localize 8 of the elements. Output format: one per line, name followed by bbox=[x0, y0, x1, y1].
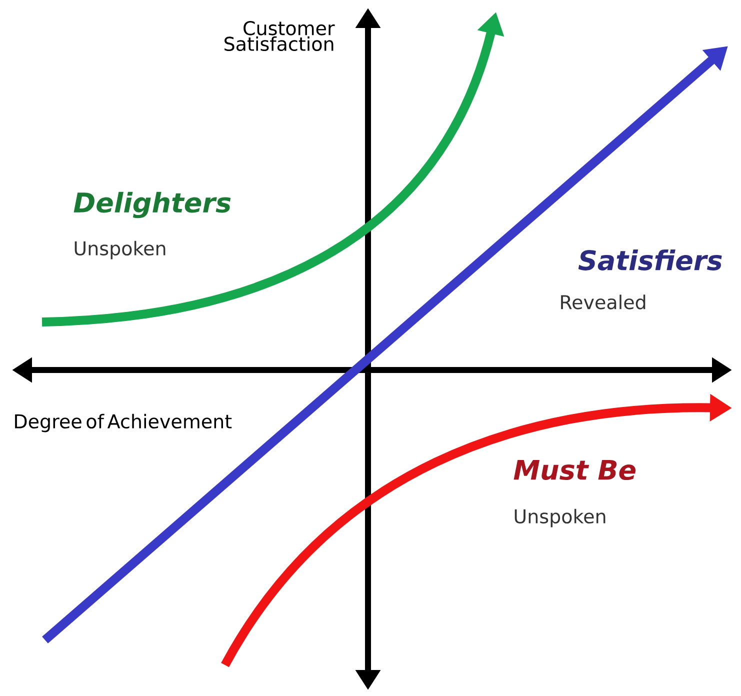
axis-label: Degree of Achievement bbox=[15, 414, 232, 432]
label: Unspoken bbox=[74, 240, 166, 260]
heading: Delighters bbox=[74, 192, 231, 218]
axis-label: Customer Satisfaction bbox=[224, 20, 335, 52]
heading: Must Be bbox=[514, 460, 636, 480]
heading: Satisfiers bbox=[578, 250, 722, 270]
label: Revealed bbox=[561, 294, 646, 310]
label: Unspoken bbox=[514, 508, 606, 528]
